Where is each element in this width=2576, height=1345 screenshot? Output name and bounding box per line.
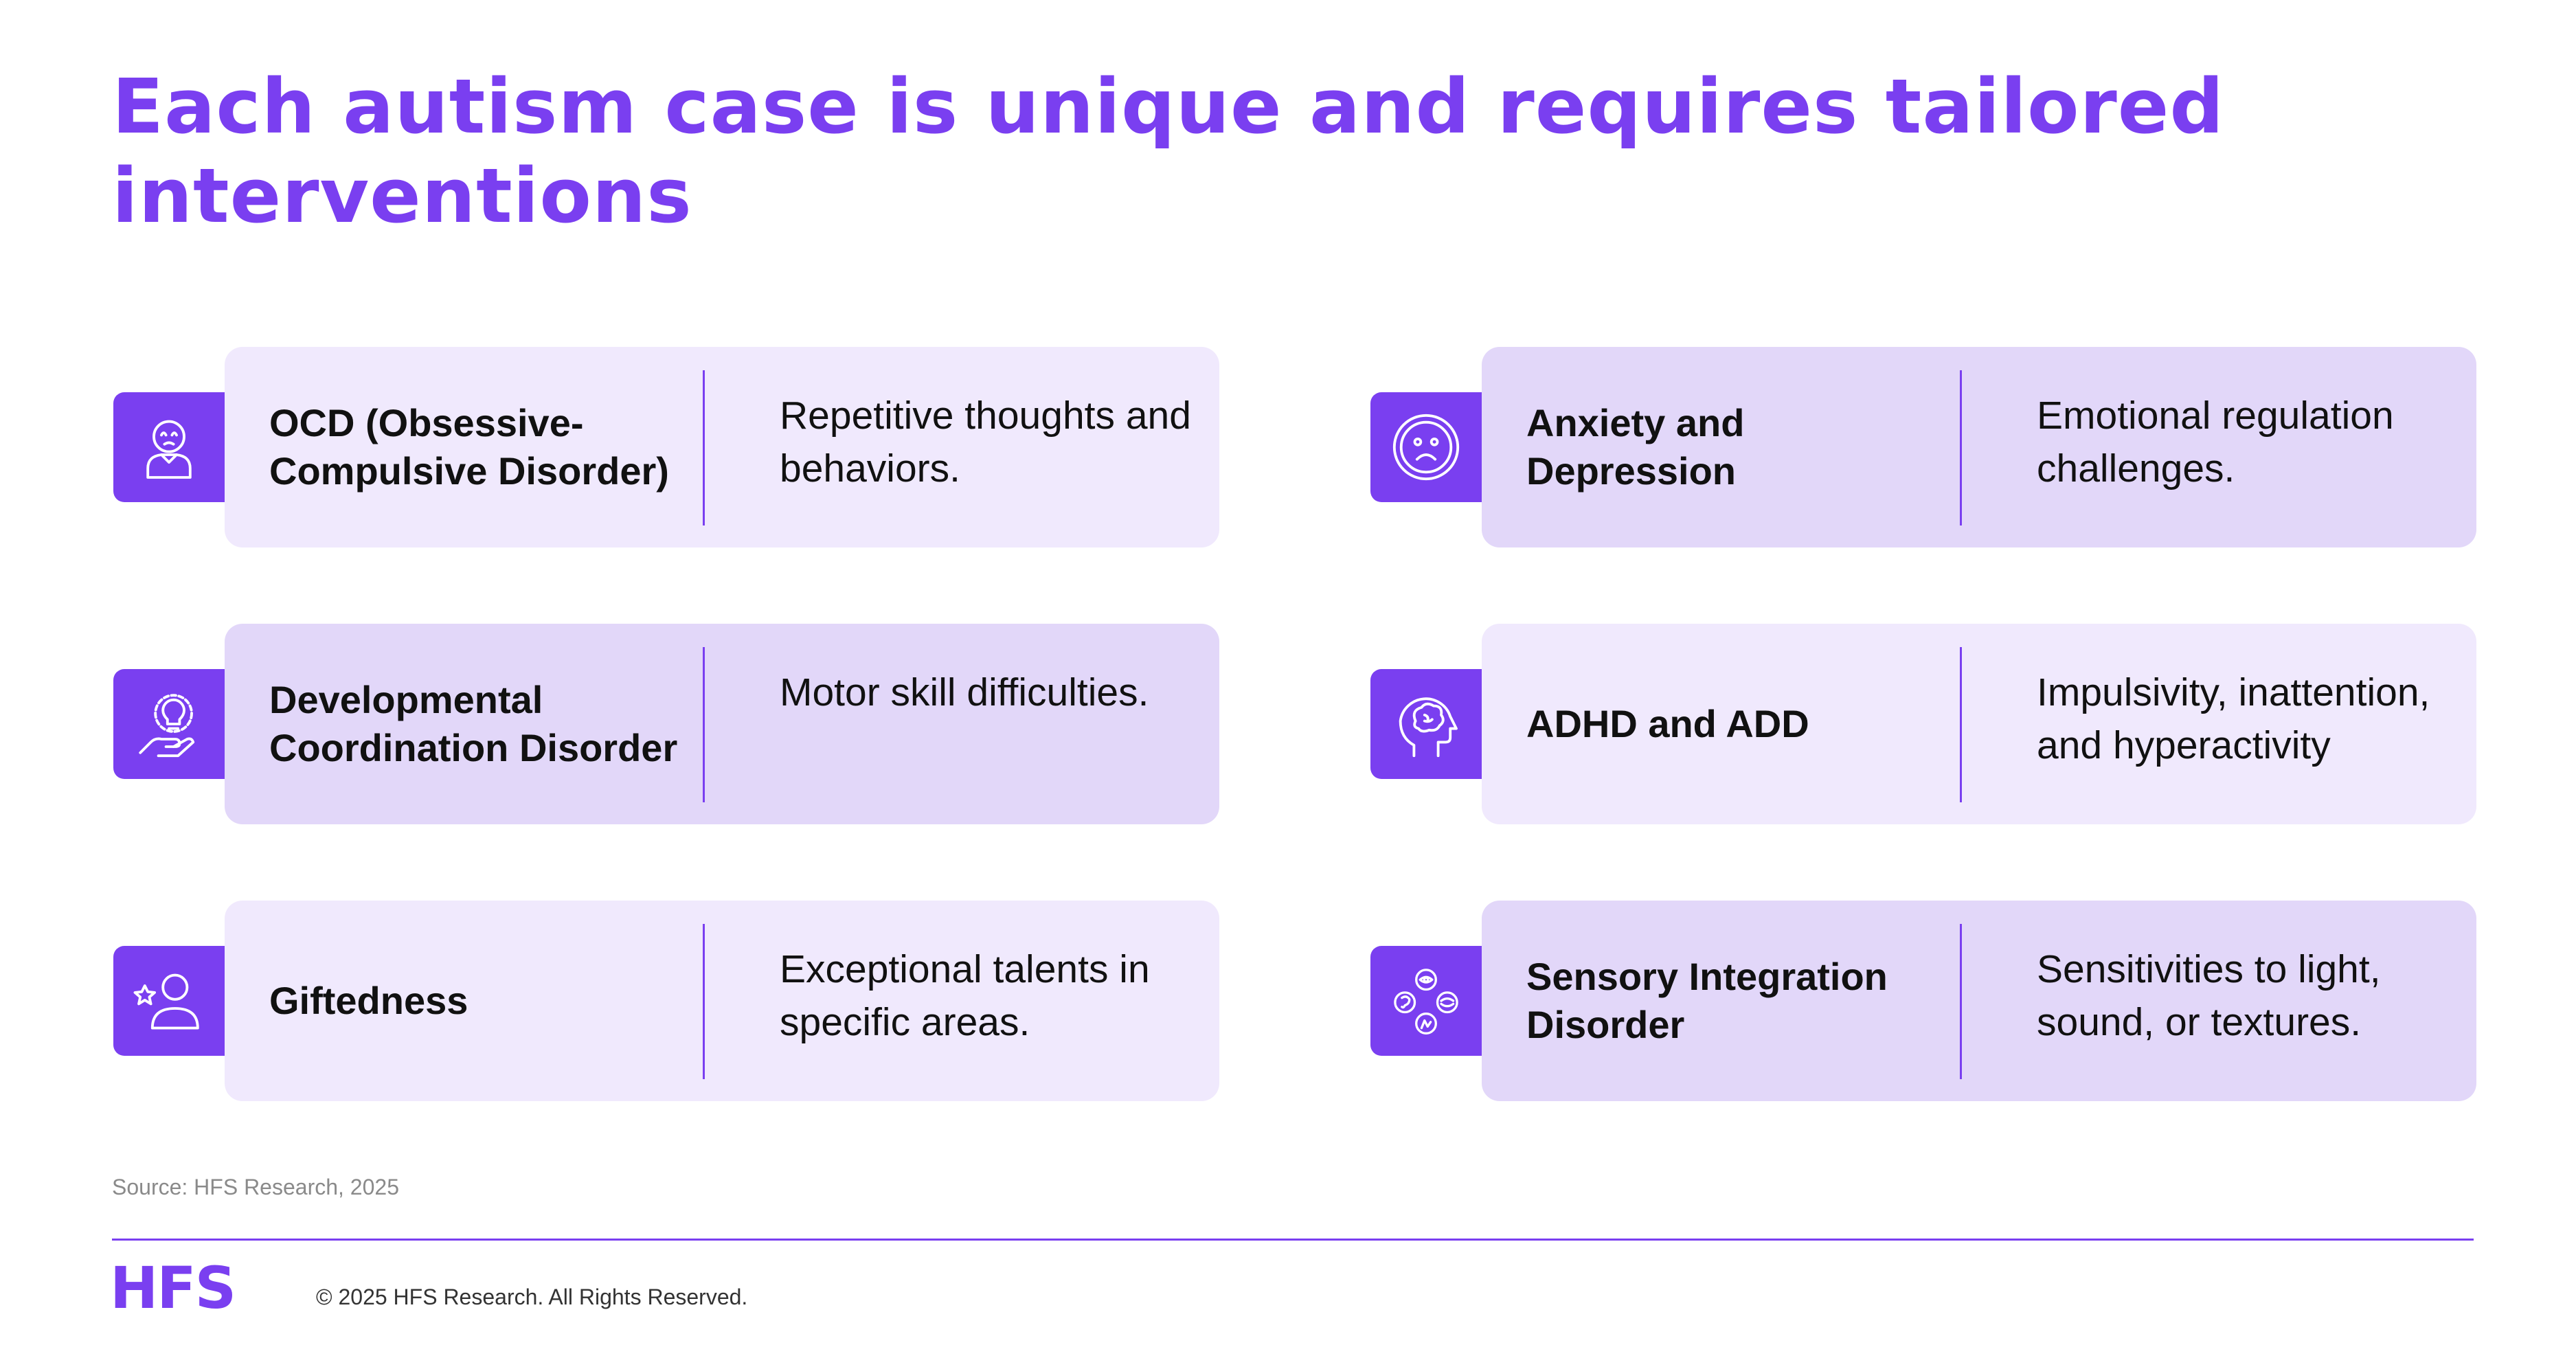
card-description: Sensitivities to light, sound, or textur… [2037, 947, 2381, 1044]
icon-tab [113, 392, 225, 502]
icon-tab [113, 946, 225, 1056]
source-note: Source: HFS Research, 2025 [112, 1175, 399, 1199]
card-description: Emotional regulation challenges. [2037, 394, 2394, 490]
card-panel: Sensory Integration Disorder Sensitiviti… [1482, 901, 2476, 1101]
head-brain-icon [1399, 697, 1458, 758]
card-title: Anxiety and Depression [1526, 401, 1745, 493]
card-description: Repetitive thoughts and behaviors. [780, 394, 1191, 490]
card-panel: OCD (Obsessive-Compulsive Disorder) Repe… [225, 347, 1219, 547]
icon-tab [1370, 392, 1482, 502]
card-panel: Anxiety and Depression Emotional regulat… [1482, 347, 2476, 547]
page-title: Each autism case is unique and requires … [112, 63, 2225, 240]
hfs-logo: HFS [110, 1264, 236, 1313]
footer-divider [112, 1239, 2474, 1241]
card-title: Giftedness [269, 979, 468, 1022]
card-title: Developmental Coordination Disorder [269, 678, 678, 769]
card-divider [703, 924, 705, 1079]
icon-tab [1370, 946, 1482, 1056]
card-divider [1960, 924, 1962, 1079]
person-star-icon [133, 973, 199, 1030]
senses-icon [1394, 969, 1458, 1035]
card-anxiety-depression: Anxiety and Depression Emotional regulat… [1370, 347, 2476, 547]
card-divider [703, 647, 705, 802]
icon-tab [1370, 669, 1482, 779]
card-sensory-integration: Sensory Integration Disorder Sensitiviti… [1370, 901, 2476, 1101]
card-giftedness: Giftedness Exceptional talents in specif… [113, 901, 1219, 1101]
card-panel: Developmental Coordination Disorder Moto… [225, 624, 1219, 824]
card-description: Exceptional talents in specific areas. [780, 947, 1150, 1044]
card-description: Impulsivity, inattention, and hyperactiv… [2037, 670, 2430, 767]
card-description: Motor skill difficulties. [780, 670, 1149, 714]
card-ocd: OCD (Obsessive-Compulsive Disorder) Repe… [113, 347, 1219, 547]
icon-tab [113, 669, 225, 779]
card-title: ADHD and ADD [1526, 702, 1809, 745]
person-thoughts-icon [146, 420, 192, 479]
hand-lightbulb-gear-icon [139, 694, 195, 758]
card-panel: ADHD and ADD Impulsivity, inattention, a… [1482, 624, 2476, 824]
card-divider [1960, 647, 1962, 802]
card-title: Sensory Integration Disorder [1526, 955, 1888, 1046]
card-divider [703, 370, 705, 525]
card-panel: Giftedness Exceptional talents in specif… [225, 901, 1219, 1101]
logo-text: HFS [110, 1264, 235, 1313]
card-divider [1960, 370, 1962, 525]
copyright-text: © 2025 HFS Research. All Rights Reserved… [316, 1285, 748, 1309]
card-developmental-coordination: Developmental Coordination Disorder Moto… [113, 624, 1219, 824]
sad-face-icon [1392, 414, 1460, 481]
card-title: OCD (Obsessive-Compulsive Disorder) [269, 401, 669, 493]
card-adhd-add: ADHD and ADD Impulsivity, inattention, a… [1370, 624, 2476, 824]
